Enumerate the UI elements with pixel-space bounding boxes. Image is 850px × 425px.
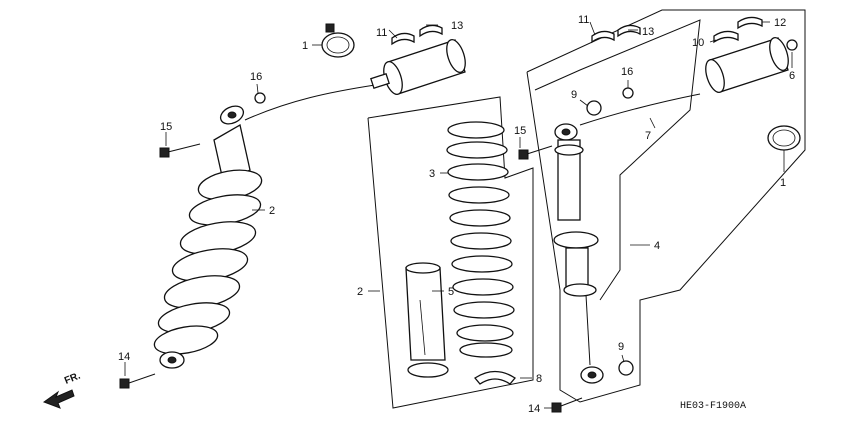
callout-13-right: 13 (642, 26, 654, 38)
nut-16-right (622, 87, 634, 99)
callout-8: 8 (536, 373, 542, 385)
left-reservoir (370, 38, 466, 96)
rubber-pad-11 (391, 32, 415, 46)
callout-2-left: 2 (269, 205, 275, 217)
right-reservoir (705, 36, 789, 94)
front-label: FR. (63, 370, 82, 386)
rubber-pad-13 (419, 24, 443, 38)
callout-15-right: 15 (514, 125, 526, 137)
right-shock-assembly (518, 16, 801, 413)
callout-10: 10 (692, 37, 704, 49)
rubber-pad-12 (737, 16, 763, 30)
callout-1-right: 1 (780, 177, 786, 189)
callout-3: 3 (429, 168, 435, 180)
bolt-14-left (119, 373, 156, 389)
collar-9-top (586, 100, 602, 116)
callout-1-left: 1 (302, 40, 308, 52)
spring-seat-clip (474, 370, 516, 385)
left-spring (153, 169, 263, 355)
callout-6: 6 (789, 70, 795, 82)
callout-9-top: 9 (571, 89, 577, 101)
bolt-15-left (159, 143, 201, 158)
bolt-14-right (551, 397, 583, 413)
nut-16-left (254, 92, 266, 104)
callout-2-middle: 2 (357, 286, 363, 298)
callout-16-right: 16 (621, 66, 633, 78)
callout-14-right: 14 (528, 403, 540, 415)
callout-5: 5 (448, 286, 454, 298)
callout-4: 4 (654, 240, 660, 252)
spring-parts (405, 121, 516, 385)
spring-stopper (405, 262, 449, 378)
callout-14-left: 14 (118, 351, 130, 363)
left-shock-assembly (119, 23, 466, 389)
rubber-pad-10 (713, 30, 739, 44)
group-outline-inner (534, 19, 701, 301)
rubber-pad-11-right (591, 30, 615, 44)
front-direction-arrow: FR. (42, 370, 82, 409)
callout-16-left: 16 (250, 71, 262, 83)
leader-lines (124, 21, 793, 409)
coil-spring (446, 121, 515, 358)
diagram-code: HE03-F1900A (680, 401, 746, 412)
rubber-pad-13-right (617, 24, 641, 38)
callout-7: 7 (645, 130, 651, 142)
group-outline-spring (367, 96, 534, 409)
group-outline-shock (526, 9, 806, 403)
callout-13-left: 13 (451, 20, 463, 32)
nut-6 (786, 39, 798, 51)
callout-9-bottom: 9 (618, 341, 624, 353)
callout-15-left: 15 (160, 121, 172, 133)
callout-11-right: 11 (578, 14, 589, 26)
collar-9-bottom (618, 360, 634, 376)
bolt-15-right (518, 145, 553, 160)
callouts: 1 11 13 16 15 2 14 3 2 5 8 11 13 12 10 6… (118, 14, 795, 415)
callout-11-left: 11 (376, 27, 387, 39)
callout-12: 12 (774, 17, 786, 29)
